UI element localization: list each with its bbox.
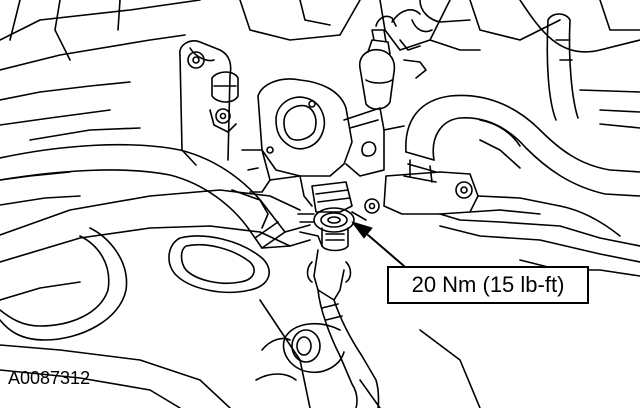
hose-left: [0, 143, 311, 249]
sensor-body: [297, 181, 367, 252]
callout-arrow: [351, 221, 405, 267]
valve-cover: [0, 189, 481, 409]
sensor-connector: [358, 0, 481, 110]
bracket-assembly: [179, 40, 405, 229]
hose-lower: [255, 249, 380, 409]
torque-callout: 20 Nm (15 lb-ft): [387, 266, 589, 304]
figure-id: A0087312: [8, 368, 91, 388]
engine-block-outline: [0, 0, 640, 206]
hose-right-upper: [403, 13, 640, 197]
fitting-block: [364, 171, 640, 277]
torque-spec-text: 20 Nm (15 lb-ft): [411, 272, 565, 297]
